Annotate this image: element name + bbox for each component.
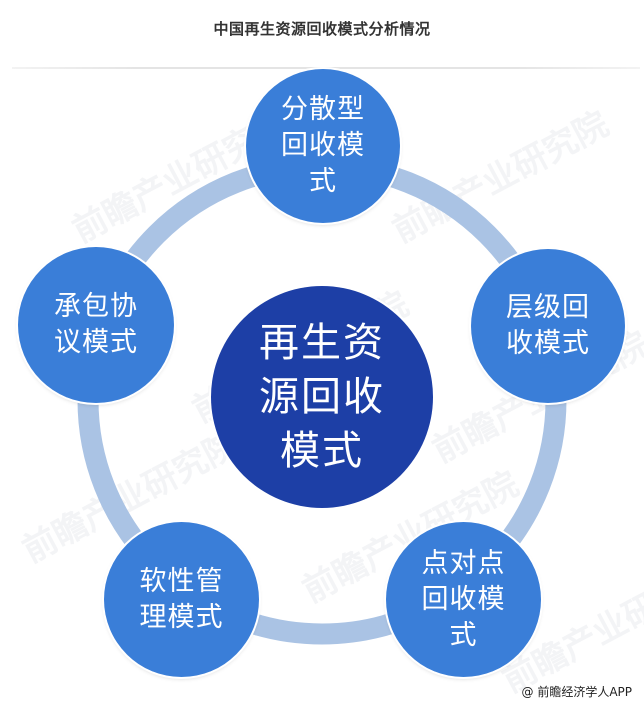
title-divider	[12, 67, 640, 69]
node-label: 层级回收模式	[506, 292, 590, 359]
node-contract-agreement: 承包协议模式	[18, 247, 174, 403]
center-node-label: 再生资源回收模式	[259, 320, 385, 474]
node-label: 点对点回收模式	[421, 547, 506, 651]
node-hierarchical-recycling: 层级回收模式	[471, 249, 625, 403]
node-label: 分散型回收模式	[281, 94, 365, 197]
node-soft-management: 软性管理模式	[104, 522, 259, 677]
node-point-to-point-recycling: 点对点回收模式	[386, 522, 541, 677]
chart-title: 中国再生资源回收模式分析情况	[213, 20, 431, 38]
node-label: 软性管理模式	[139, 565, 224, 633]
node-label: 承包协议模式	[54, 291, 138, 358]
node-decentralized-recycling: 分散型回收模式	[246, 69, 400, 223]
center-node: 再生资源回收模式	[211, 286, 433, 508]
source-credit: @ 前瞻经济学人APP	[521, 685, 633, 699]
